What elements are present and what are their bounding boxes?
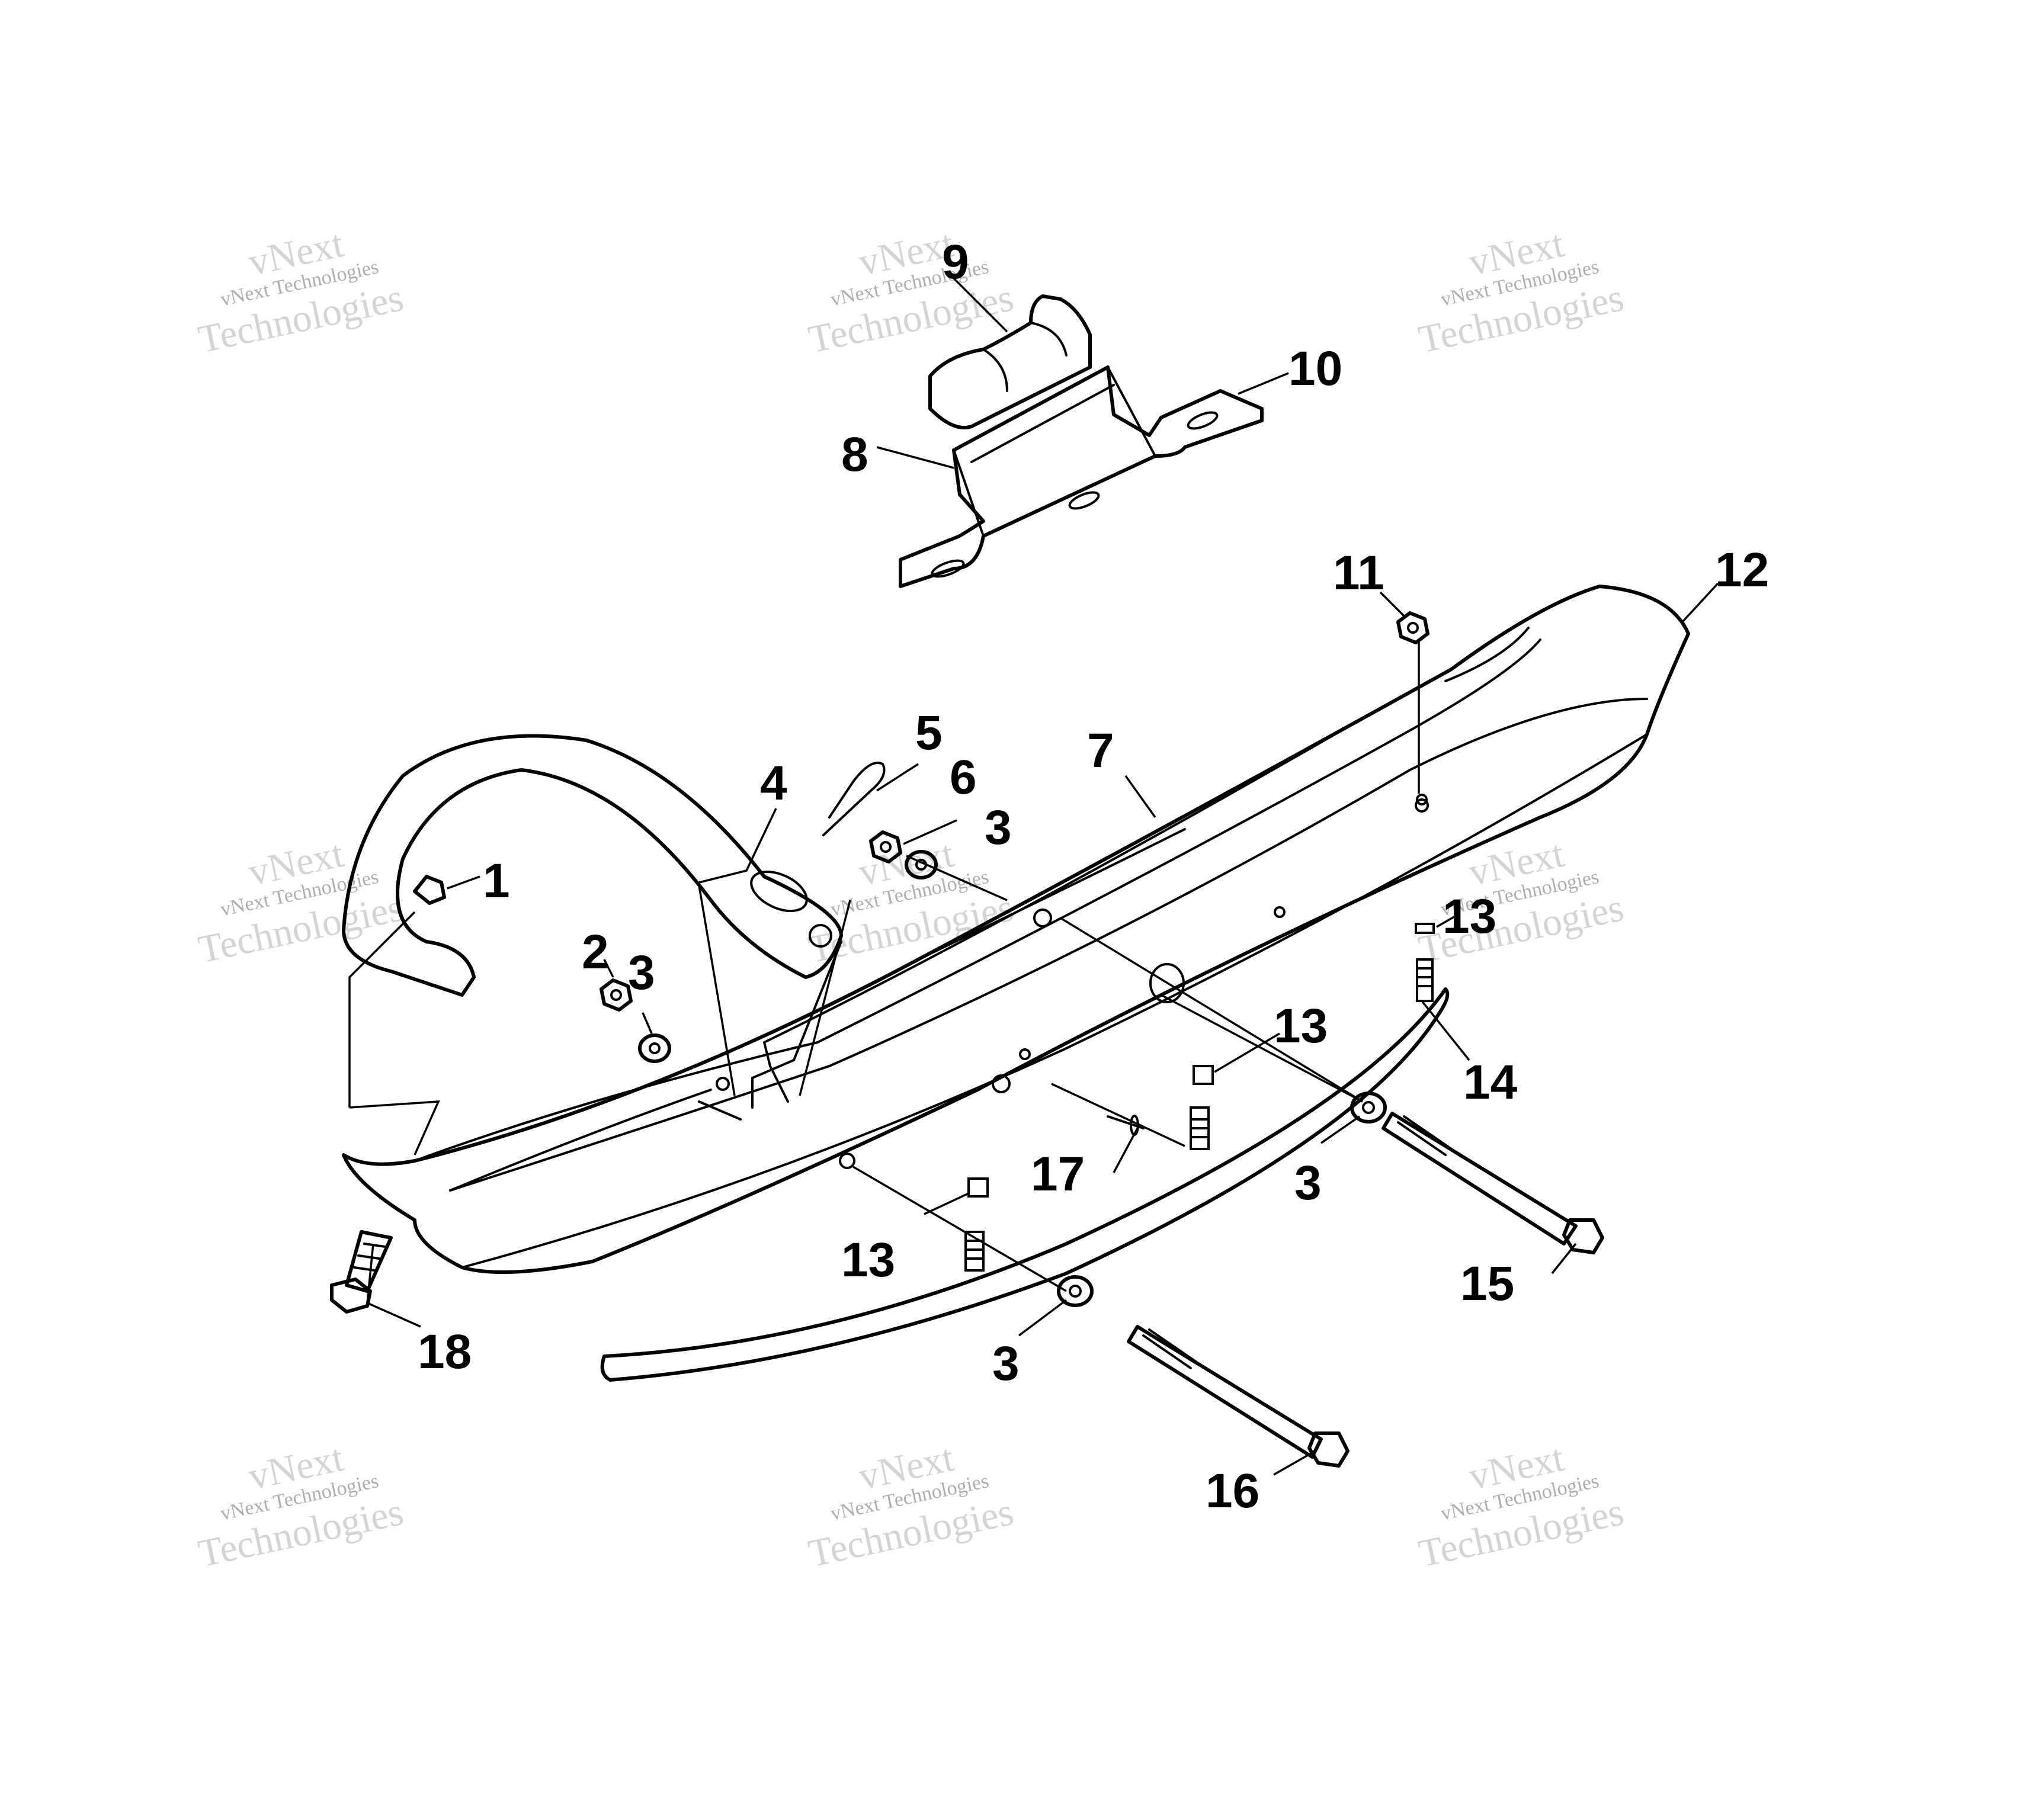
- part-5-cotter-pin: [822, 762, 886, 836]
- callout-13-top-right: 13: [1443, 890, 1496, 943]
- callout-6: 6: [950, 750, 977, 804]
- callout-2: 2: [582, 925, 609, 979]
- part-15-bolt: [1381, 1112, 1604, 1254]
- watermark-bottom-left: vNext vNext Technologies Technologies: [195, 1436, 407, 1575]
- watermark-top-center: vNext vNext Technologies Technologies: [805, 222, 1017, 361]
- watermark-top-right: vNext vNext Technologies Technologies: [1415, 222, 1627, 361]
- callout-4: 4: [760, 756, 787, 810]
- part-4-ski-loop: [342, 734, 843, 1121]
- callout-16: 16: [1206, 1464, 1259, 1518]
- watermark-middle-left: vNext vNext Technologies Technologies: [195, 832, 407, 971]
- part-8-saddle-bracket: [899, 365, 1264, 588]
- part-3-washer-right: [1350, 1092, 1387, 1124]
- callout-labels: 1 2 3 4 5 6 3 7 8 9 10 11 12 13 13 14 3 …: [418, 235, 1769, 1518]
- callout-8: 8: [841, 428, 868, 482]
- part-6-nut: [869, 830, 902, 864]
- part-16-bolt: [1127, 1325, 1350, 1468]
- callout-11: 11: [1333, 546, 1384, 600]
- watermark-middle-right: vNext vNext Technologies Technologies: [1415, 832, 1627, 971]
- callout-12: 12: [1715, 543, 1769, 597]
- callout-14: 14: [1463, 1055, 1518, 1109]
- part-11-nut: [1396, 611, 1429, 644]
- part-1-clip: [413, 875, 446, 905]
- callout-3-bottom: 3: [992, 1337, 1020, 1391]
- callout-17: 17: [1031, 1147, 1085, 1201]
- callout-1: 1: [483, 854, 510, 908]
- part-3-washer-bottom: [1057, 1275, 1094, 1307]
- callout-15: 15: [1460, 1257, 1514, 1311]
- callout-5: 5: [915, 706, 943, 760]
- part-12-ski-body: [342, 585, 1690, 1274]
- callout-9: 9: [942, 235, 969, 289]
- callout-18: 18: [418, 1325, 472, 1379]
- callout-3-right: 3: [1294, 1156, 1322, 1210]
- part-14-wear-bar: [600, 987, 1450, 1382]
- part-2-nut: [600, 978, 633, 1012]
- callout-13-middle: 13: [1274, 999, 1328, 1053]
- watermark-bottom-right: vNext vNext Technologies Technologies: [1415, 1436, 1627, 1575]
- part-18-bolt: [330, 1230, 393, 1314]
- part-9-bumper-pad: [928, 294, 1092, 429]
- part-13-stud-left: [964, 1177, 989, 1272]
- callout-3-top: 3: [985, 801, 1012, 855]
- callout-10: 10: [1288, 342, 1342, 396]
- callout-13-left: 13: [841, 1233, 895, 1287]
- part-13-stud-middle: [1190, 1065, 1214, 1150]
- watermark-top-left: vNext vNext Technologies Technologies: [195, 222, 407, 361]
- leader-lines: [348, 277, 1719, 1476]
- part-3-washer-left: [638, 1033, 671, 1063]
- part-13-stud-right: [1415, 923, 1435, 1002]
- watermark-bottom-center: vNext vNext Technologies Technologies: [805, 1436, 1017, 1575]
- callout-7: 7: [1087, 724, 1114, 778]
- callout-3-left: 3: [628, 946, 655, 1000]
